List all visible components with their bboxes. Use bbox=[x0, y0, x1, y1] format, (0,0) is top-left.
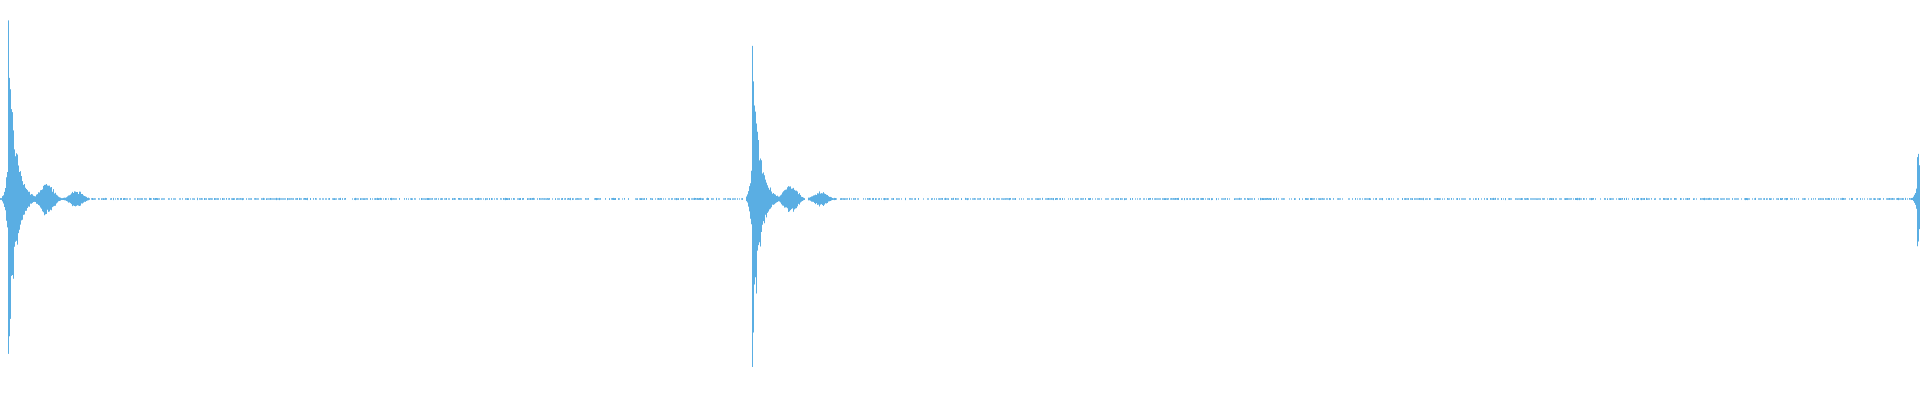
waveform-trace bbox=[0, 20, 1920, 367]
